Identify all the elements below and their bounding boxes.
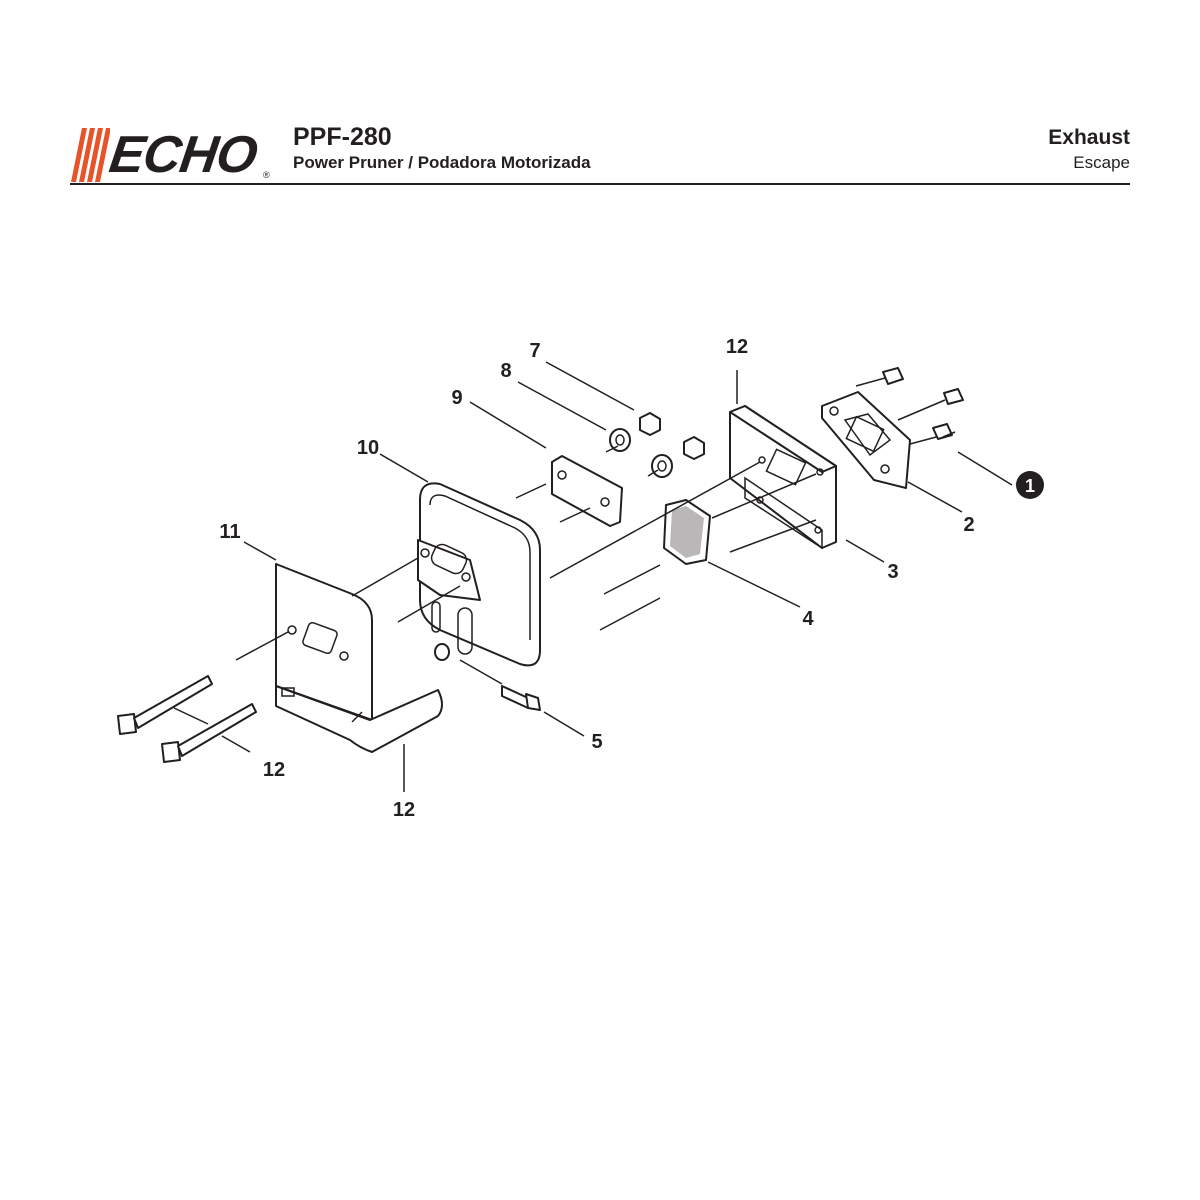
callout-6: 7 [529, 340, 540, 362]
registered-mark: ® [263, 170, 270, 180]
plate-part [551, 455, 623, 527]
callout-12-lower: 12 [393, 799, 415, 821]
callout-4: 4 [802, 608, 814, 630]
header-divider [70, 183, 1130, 185]
callout-12-upper: 12 [726, 336, 748, 358]
product-name: Power Pruner / Podadora Motorizada [293, 153, 591, 172]
callout-5: 5 [591, 731, 602, 753]
upper-heat-shield-part [729, 405, 837, 550]
callout-3: 3 [887, 561, 898, 583]
leader-lines [173, 361, 1013, 792]
muffler-part [417, 482, 541, 667]
spark-arrestor-screen-part [663, 499, 711, 565]
nut-parts [609, 412, 705, 478]
echo-logo: ECHO ® [70, 126, 275, 184]
callout-7: 8 [500, 360, 511, 382]
model-number: PPF-280 [293, 123, 392, 151]
callout-8: 9 [451, 387, 462, 409]
long-bolt-parts [117, 675, 257, 763]
screw-parts [855, 367, 964, 445]
exhaust-plate-part [821, 391, 911, 489]
lower-heat-shield-part [275, 685, 443, 753]
callout-1-badge [1016, 471, 1044, 499]
callout-numbers: 7 8 9 10 11 12 1 2 3 4 5 12 12 [219, 336, 1044, 821]
callout-1: 1 [1025, 476, 1035, 496]
callout-11: 12 [263, 759, 285, 781]
logo-stripes-icon [71, 128, 110, 182]
callout-10: 11 [219, 521, 240, 543]
callout-2: 2 [963, 514, 974, 536]
callout-9: 10 [357, 437, 379, 459]
section-title: Exhaust [1048, 126, 1130, 149]
bolt-part [501, 685, 541, 711]
section-subtitle: Escape [1073, 153, 1130, 172]
header: ECHO ® PPF-280 Power Pruner / Podadora M… [70, 118, 1130, 186]
